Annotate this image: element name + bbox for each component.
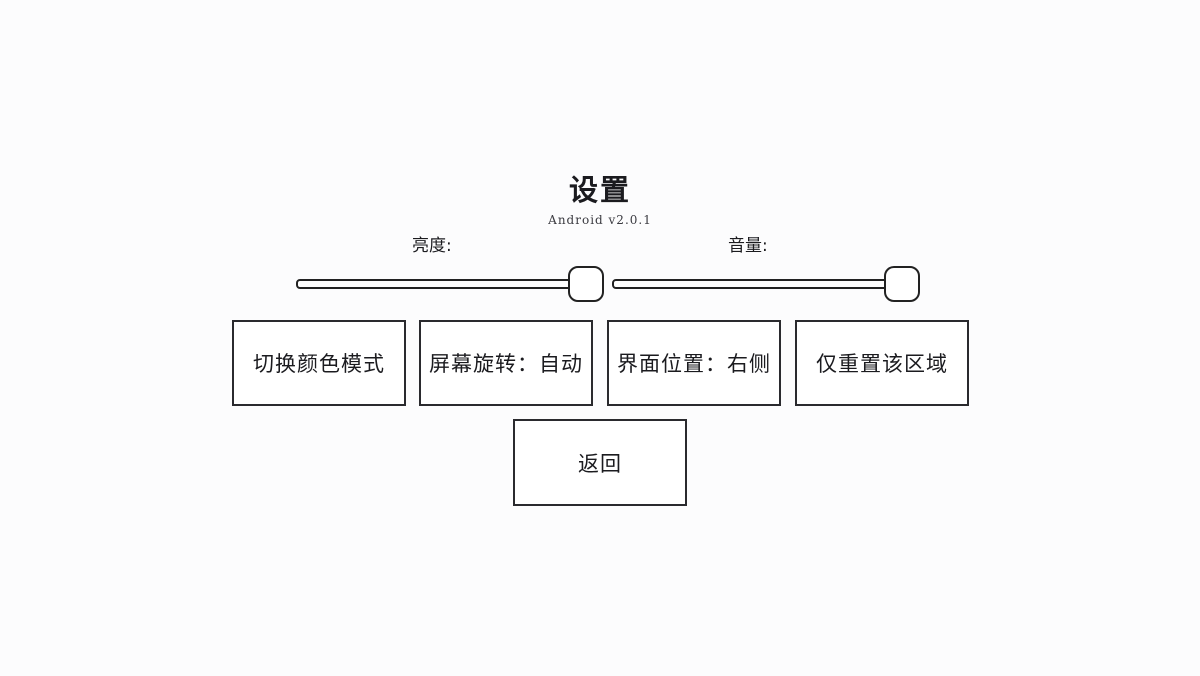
version-label: Android v2.0.1	[548, 213, 652, 227]
color-mode-button[interactable]: 切换颜色模式	[232, 320, 406, 406]
brightness-slider[interactable]	[296, 265, 604, 307]
screen-rotation-button[interactable]: 屏幕旋转：自动	[419, 320, 593, 406]
brightness-label: 亮度:	[412, 236, 452, 256]
volume-slider[interactable]	[612, 265, 920, 307]
reset-area-button[interactable]: 仅重置该区域	[795, 320, 969, 406]
page-title: 设置	[568, 173, 631, 207]
brightness-slider-thumb[interactable]	[568, 266, 604, 302]
volume-label: 音量:	[728, 236, 768, 256]
interface-position-button[interactable]: 界面位置：右侧	[607, 320, 781, 406]
back-button[interactable]: 返回	[513, 419, 687, 506]
volume-slider-track[interactable]	[612, 279, 902, 289]
brightness-slider-track[interactable]	[296, 279, 586, 289]
volume-slider-thumb[interactable]	[884, 266, 920, 302]
